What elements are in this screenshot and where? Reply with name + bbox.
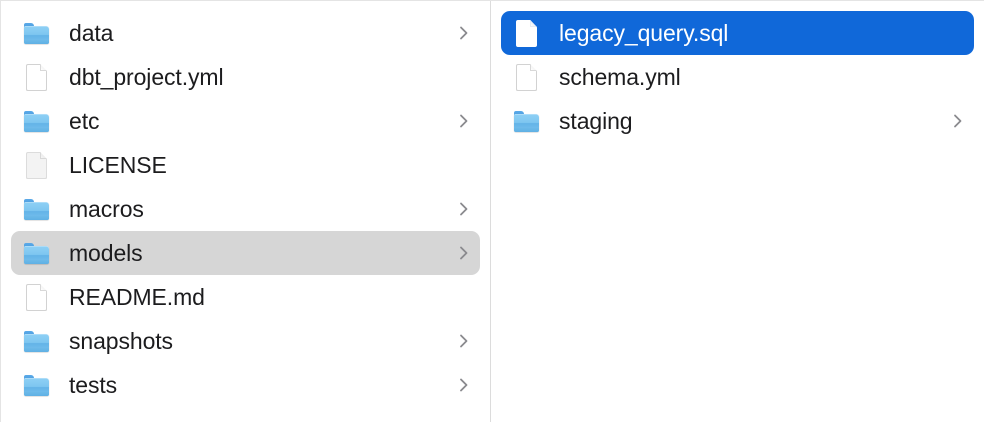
chevron-right-icon[interactable] — [458, 24, 470, 42]
folder-icon — [23, 18, 50, 48]
file-row-label: README.md — [69, 283, 205, 310]
file-row-label: etc — [69, 107, 100, 134]
file-row[interactable]: legacy_query.sql — [501, 11, 974, 55]
document-icon — [23, 282, 50, 312]
file-row[interactable]: etc — [11, 99, 480, 143]
file-row[interactable]: dbt_project.yml — [11, 55, 480, 99]
file-row[interactable]: models — [11, 231, 480, 275]
file-row[interactable]: tests — [11, 363, 480, 407]
folder-icon — [514, 111, 539, 132]
file-row[interactable]: data — [11, 11, 480, 55]
file-row[interactable]: snapshots — [11, 319, 480, 363]
folder-icon — [24, 243, 49, 264]
chevron-right-icon[interactable] — [952, 112, 964, 130]
chevron-right-icon[interactable] — [458, 112, 470, 130]
folder-icon — [23, 194, 50, 224]
file-row-label: snapshots — [69, 327, 173, 354]
folder-icon — [24, 331, 49, 352]
document-plain-icon — [26, 152, 47, 179]
chevron-right-icon[interactable] — [458, 376, 470, 394]
file-row[interactable]: LICENSE — [11, 143, 480, 187]
document-icon — [513, 18, 540, 48]
folder-icon — [23, 326, 50, 356]
folder-icon — [23, 238, 50, 268]
document-plain-icon — [23, 150, 50, 180]
folder-icon — [24, 111, 49, 132]
folder-icon — [23, 370, 50, 400]
folder-icon — [513, 106, 540, 136]
document-icon — [26, 284, 47, 311]
file-row-label: data — [69, 19, 114, 46]
file-row-label: macros — [69, 195, 144, 222]
folder-icon — [24, 375, 49, 396]
file-row-label: LICENSE — [69, 151, 167, 178]
file-row[interactable]: macros — [11, 187, 480, 231]
file-row-label: legacy_query.sql — [559, 19, 729, 46]
document-icon — [23, 62, 50, 92]
chevron-right-icon[interactable] — [458, 244, 470, 262]
file-row[interactable]: README.md — [11, 275, 480, 319]
document-icon — [26, 64, 47, 91]
file-row-label: dbt_project.yml — [69, 63, 224, 90]
file-row-label: staging — [559, 107, 633, 134]
folder-icon — [24, 199, 49, 220]
file-row[interactable]: staging — [501, 99, 974, 143]
document-icon — [516, 64, 537, 91]
file-row-label: schema.yml — [559, 63, 681, 90]
folder-icon — [24, 23, 49, 44]
file-row-label: models — [69, 239, 143, 266]
chevron-right-icon[interactable] — [458, 200, 470, 218]
document-icon — [516, 20, 537, 47]
chevron-right-icon[interactable] — [458, 332, 470, 350]
file-row-label: tests — [69, 371, 118, 398]
file-column-child[interactable]: legacy_query.sql schema.yml staging — [491, 1, 984, 422]
folder-icon — [23, 106, 50, 136]
document-icon — [513, 62, 540, 92]
file-row[interactable]: schema.yml — [501, 55, 974, 99]
